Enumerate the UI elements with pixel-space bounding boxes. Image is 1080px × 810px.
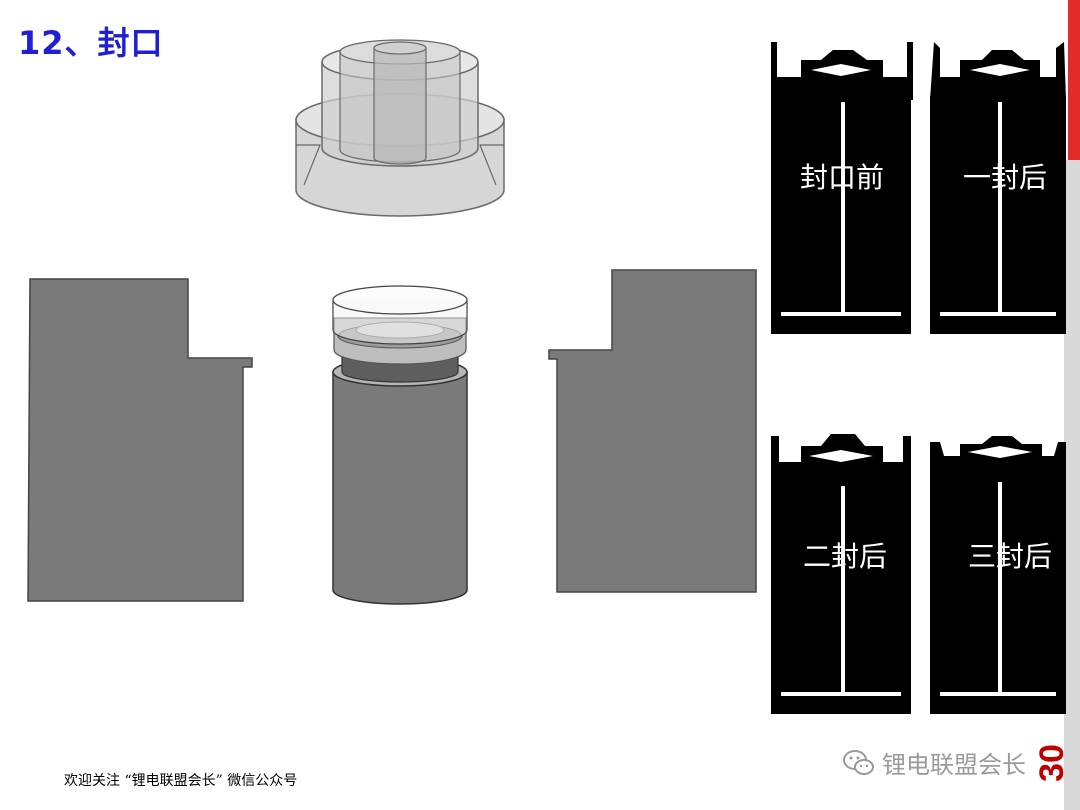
- wechat-icon: [843, 749, 874, 775]
- cross-section-second-seal: [771, 434, 911, 714]
- brand-name: 锂电联盟会长: [882, 751, 1026, 779]
- panel-label-first-seal: 一封后: [962, 161, 1048, 194]
- panel-label-second-seal: 二封后: [802, 540, 888, 573]
- wechat-brand: 锂电联盟会长: [842, 745, 1026, 780]
- cross-section-before-seal: [771, 42, 913, 334]
- slide-title: 12、封口: [18, 24, 164, 62]
- accent-bar-red: [1068, 0, 1080, 160]
- panel-label-before-seal: 封口前: [799, 161, 885, 194]
- cross-section-first-seal: [930, 42, 1066, 334]
- right-mold-block: [548, 269, 757, 593]
- left-mold-block: [27, 278, 253, 602]
- accent-bar-gray: [1064, 160, 1080, 810]
- cross-section-third-seal: [930, 436, 1066, 714]
- upper-sealing-die: [295, 39, 505, 217]
- page-number: 30: [1033, 744, 1071, 782]
- panel-label-third-seal: 三封后: [967, 540, 1053, 573]
- footer-note: 欢迎关注 “锂电联盟会长” 微信公众号: [64, 773, 298, 789]
- battery-cell: [332, 285, 468, 605]
